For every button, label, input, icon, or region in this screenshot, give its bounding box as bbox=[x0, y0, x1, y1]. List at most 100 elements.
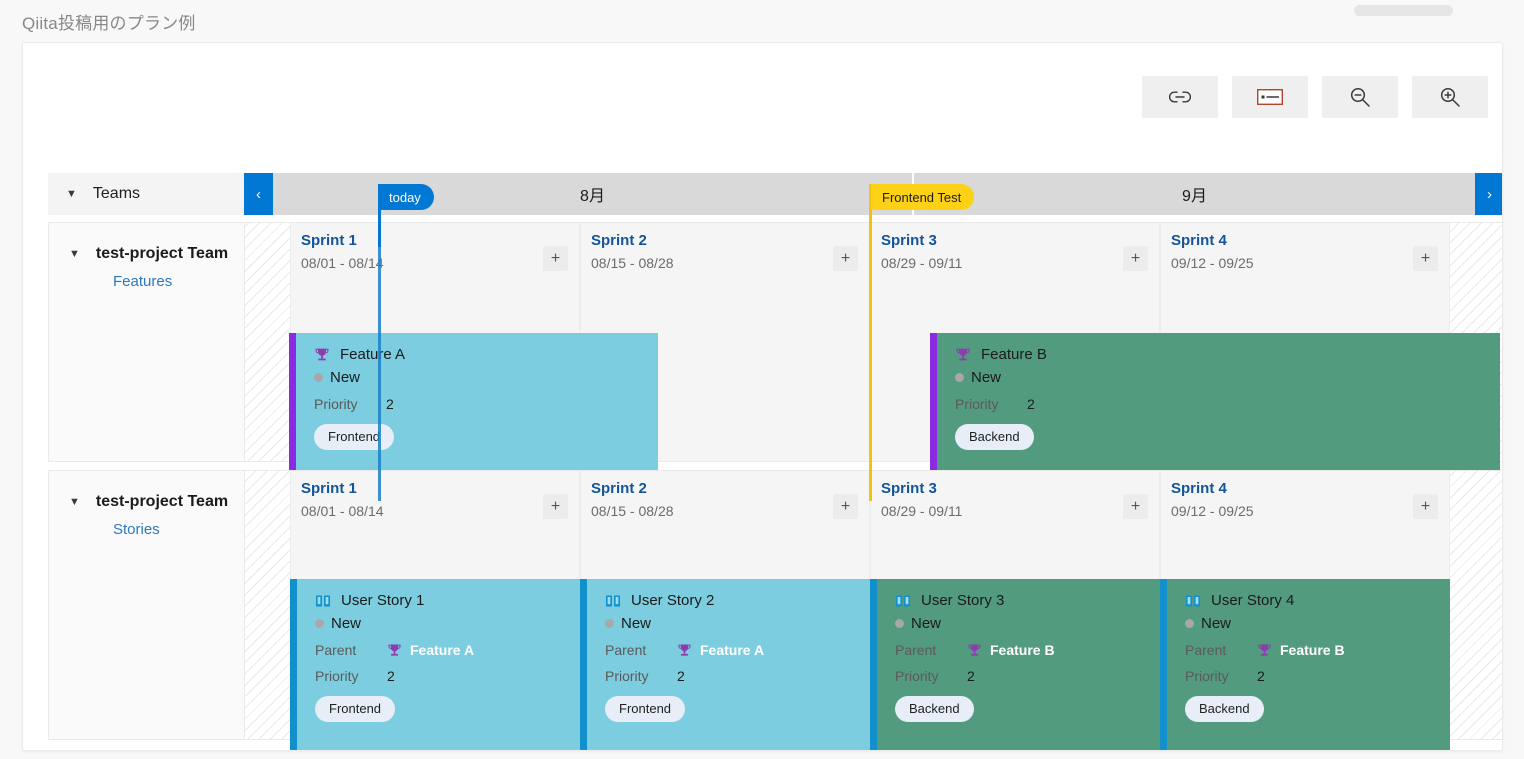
card-tag: Backend bbox=[1185, 696, 1264, 722]
field-value-parent: Feature B bbox=[1257, 642, 1345, 658]
page-title: Qiita投稿用のプラン例 bbox=[22, 14, 196, 33]
card-state: New bbox=[315, 615, 580, 632]
lane-track-stories: Sprint 1 08/01 - 08/14 + Sprint 2 08/15 … bbox=[244, 470, 1502, 750]
add-item-button[interactable]: + bbox=[1123, 246, 1148, 271]
card-title: Feature B bbox=[981, 346, 1047, 363]
card-state-label: New bbox=[331, 615, 362, 632]
parent-title: Feature A bbox=[410, 642, 475, 658]
trophy-icon bbox=[314, 347, 330, 363]
card-state-label: New bbox=[1201, 615, 1232, 632]
sprint-name[interactable]: Sprint 4 bbox=[1171, 480, 1227, 497]
card-title: User Story 1 bbox=[341, 592, 425, 609]
card-title-row: Feature B bbox=[955, 346, 1500, 363]
field-value: 2 bbox=[1027, 396, 1035, 412]
book-icon bbox=[895, 594, 911, 608]
parent-title: Feature B bbox=[990, 642, 1055, 658]
sprint-header: Sprint 3 08/29 - 09/11 + bbox=[871, 471, 1159, 533]
lane-backlog-link[interactable]: Features bbox=[113, 273, 173, 290]
sprint-dates: 08/15 - 08/28 bbox=[591, 503, 674, 519]
field-value: 2 bbox=[967, 668, 975, 684]
sprint-name[interactable]: Sprint 1 bbox=[301, 480, 357, 497]
field-label: Priority bbox=[605, 668, 649, 684]
sprint-name[interactable]: Sprint 2 bbox=[591, 232, 647, 249]
lane-label-features: ▼ test-project Team Features bbox=[48, 222, 244, 462]
lane-track-features: Sprint 1 08/01 - 08/14 + Sprint 2 08/15 … bbox=[244, 222, 1502, 488]
add-item-button[interactable]: + bbox=[543, 494, 568, 519]
sprint-dates: 08/01 - 08/14 bbox=[301, 503, 384, 519]
card-state-label: New bbox=[971, 369, 1002, 386]
sprint-header: Sprint 2 08/15 - 08/28 + bbox=[581, 471, 869, 533]
card-field-priority: Priority 2 bbox=[895, 668, 1160, 684]
field-label: Parent bbox=[605, 642, 647, 658]
field-value: 2 bbox=[386, 396, 394, 412]
chevron-down-icon[interactable]: ▼ bbox=[69, 495, 80, 508]
parent-title: Feature A bbox=[700, 642, 765, 658]
field-label: Parent bbox=[895, 642, 937, 658]
link-button[interactable] bbox=[1142, 76, 1218, 118]
card-title-row: User Story 3 bbox=[895, 592, 1160, 609]
lane-label-stories: ▼ test-project Team Stories bbox=[48, 470, 244, 740]
work-item-card[interactable]: User Story 3 New Parent bbox=[870, 579, 1160, 750]
card-fields-button[interactable] bbox=[1232, 76, 1308, 118]
card-field-parent: Parent Feature A bbox=[315, 642, 580, 658]
swimlane-stories: ▼ test-project Team Stories Sprint 1 08/… bbox=[48, 470, 1502, 750]
chevron-down-icon[interactable]: ▼ bbox=[66, 187, 77, 200]
zoom-out-button[interactable] bbox=[1322, 76, 1398, 118]
lane-team-name: test-project Team bbox=[95, 493, 229, 510]
work-item-card[interactable]: Feature B New Priority 2 Backend bbox=[930, 333, 1500, 488]
sprint-name[interactable]: Sprint 4 bbox=[1171, 232, 1227, 249]
add-item-button[interactable]: + bbox=[833, 246, 858, 271]
month-header-september: 9月 bbox=[914, 173, 1475, 215]
milestone-marker-line bbox=[869, 184, 872, 247]
work-item-card[interactable]: User Story 1 New Parent bbox=[290, 579, 580, 750]
timeline-prev-button[interactable]: ‹ bbox=[244, 173, 273, 215]
add-item-button[interactable]: + bbox=[543, 246, 568, 271]
field-label: Parent bbox=[315, 642, 357, 658]
sprint-name[interactable]: Sprint 1 bbox=[301, 232, 357, 249]
timeline-header: ▼ Teams ‹ 8月 9月 › bbox=[48, 173, 1502, 215]
field-value-parent: Feature A bbox=[387, 642, 474, 658]
state-dot-icon bbox=[315, 619, 324, 628]
teams-header: ▼ Teams bbox=[48, 173, 244, 215]
sprint-name[interactable]: Sprint 3 bbox=[881, 480, 937, 497]
field-value-parent: Feature A bbox=[677, 642, 764, 658]
card-title: User Story 2 bbox=[631, 592, 715, 609]
swimlane-features: ▼ test-project Team Features Sprint 1 08… bbox=[48, 222, 1502, 488]
timeline-next-button[interactable]: › bbox=[1475, 173, 1502, 215]
sprint-name[interactable]: Sprint 2 bbox=[591, 480, 647, 497]
sprint-dates: 09/12 - 09/25 bbox=[1171, 255, 1254, 271]
sprint-header: Sprint 1 08/01 - 08/14 + bbox=[291, 223, 579, 285]
work-item-card[interactable]: User Story 2 New Parent bbox=[580, 579, 870, 750]
card-state: New bbox=[1185, 615, 1450, 632]
add-item-button[interactable]: + bbox=[833, 494, 858, 519]
work-item-card[interactable]: Feature A New Priority 2 Frontend bbox=[289, 333, 658, 488]
state-dot-icon bbox=[1185, 619, 1194, 628]
zoom-in-button[interactable] bbox=[1412, 76, 1488, 118]
work-item-card[interactable]: User Story 4 New Parent bbox=[1160, 579, 1450, 750]
today-marker-line bbox=[378, 184, 381, 247]
zoom-in-icon bbox=[1439, 86, 1461, 108]
sprint-dates: 08/01 - 08/14 bbox=[301, 255, 384, 271]
chevron-down-icon[interactable]: ▼ bbox=[69, 247, 80, 260]
card-fields-icon bbox=[1257, 89, 1283, 105]
card-field-priority: Priority 2 bbox=[955, 396, 1500, 412]
sprint-header: Sprint 4 09/12 - 09/25 + bbox=[1161, 471, 1449, 533]
state-dot-icon bbox=[314, 373, 323, 382]
state-dot-icon bbox=[895, 619, 904, 628]
top-scrollbar[interactable] bbox=[1354, 5, 1453, 16]
book-icon bbox=[605, 594, 621, 608]
card-field-parent: Parent Feature B bbox=[1185, 642, 1450, 658]
card-state-label: New bbox=[330, 369, 361, 386]
add-item-button[interactable]: + bbox=[1123, 494, 1148, 519]
card-title: User Story 4 bbox=[1211, 592, 1295, 609]
card-state: New bbox=[895, 615, 1160, 632]
add-item-button[interactable]: + bbox=[1413, 494, 1438, 519]
sprint-name[interactable]: Sprint 3 bbox=[881, 232, 937, 249]
card-state-label: New bbox=[621, 615, 652, 632]
card-title: User Story 3 bbox=[921, 592, 1005, 609]
add-item-button[interactable]: + bbox=[1413, 246, 1438, 271]
field-value-parent: Feature B bbox=[967, 642, 1055, 658]
lane-team-row: ▼ test-project Team bbox=[69, 493, 244, 511]
sprint-dates: 09/12 - 09/25 bbox=[1171, 503, 1254, 519]
lane-backlog-link[interactable]: Stories bbox=[113, 521, 160, 538]
